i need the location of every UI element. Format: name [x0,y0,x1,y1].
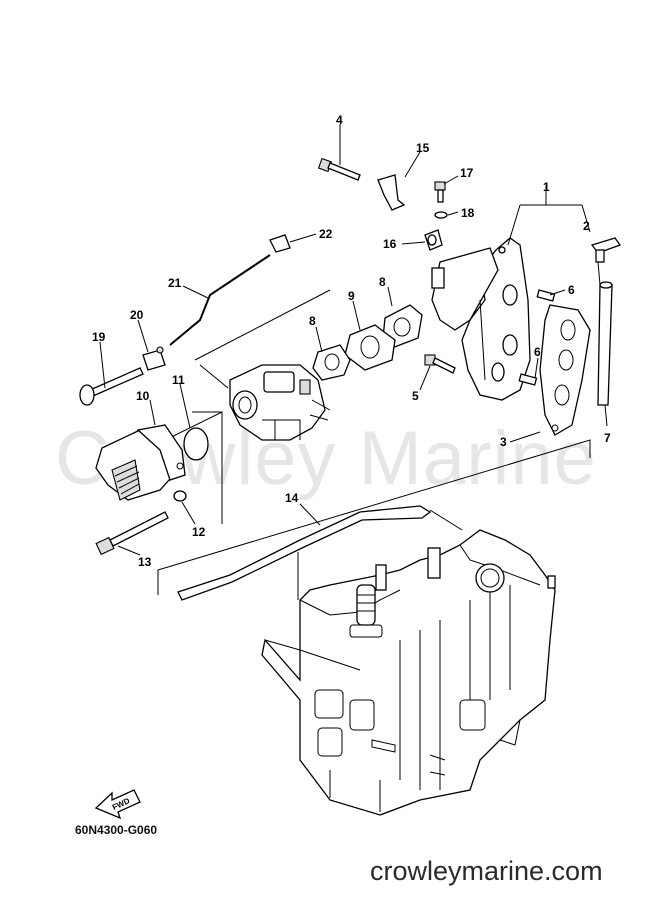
callout-3: 3 [500,435,507,449]
callout-16: 16 [383,237,397,251]
collar-16 [424,229,443,251]
callout-13: 13 [138,555,152,569]
fuel-hose-14 [177,505,432,601]
callout-18: 18 [461,206,475,220]
callout-2: 2 [583,219,590,233]
o-ring-11 [183,427,209,461]
callout-14: 14 [285,491,299,505]
callout-4: 4 [336,113,343,127]
callout-11: 11 [172,373,185,387]
callout-8-lower: 8 [309,314,316,328]
callout-12: 12 [192,525,206,539]
bolt-5 [424,354,456,374]
fwd-arrow: FWD [94,789,141,820]
washer-18 [434,211,448,219]
collar-12 [173,490,187,502]
tee-fitting [590,237,622,263]
callout-10: 10 [136,389,150,403]
site-watermark: crowleymarine.com [370,856,603,886]
intake-manifold [431,237,531,401]
callout-21: 21 [168,276,182,290]
bolt-17 [434,181,446,203]
callout-6-lower: 6 [534,345,541,359]
callout-22: 22 [319,227,333,241]
fuel-hose-short [597,281,613,406]
callout-6-upper: 6 [568,283,575,297]
drawing-code: 60N4300-G060 [75,823,158,837]
callout-labels: 1 2 3 4 5 6 6 7 8 8 9 10 11 12 13 14 15 … [92,113,611,569]
bolt-13 [95,511,169,556]
bolt-4 [317,157,361,181]
manifold-gasket [539,304,591,436]
callout-1: 1 [543,180,550,194]
bolt-19 [79,367,144,406]
callout-19: 19 [92,330,106,344]
callout-17: 17 [460,166,474,180]
intake-silencer [95,424,186,501]
clamp-15 [377,174,406,211]
collar-20 [142,349,166,371]
engine-block [261,529,556,816]
dowel-pin-upper [536,289,556,302]
callout-5: 5 [412,389,419,403]
callout-20: 20 [130,308,144,322]
carburetor [229,364,331,441]
dowel-pin-lower [518,373,538,386]
link-rod-21 [169,254,271,346]
callout-7: 7 [604,431,611,445]
callout-9: 9 [348,289,355,303]
callout-15: 15 [416,141,430,155]
gasket-8-lower [312,344,351,381]
callout-8-upper: 8 [379,275,386,289]
clip-22 [269,234,291,253]
